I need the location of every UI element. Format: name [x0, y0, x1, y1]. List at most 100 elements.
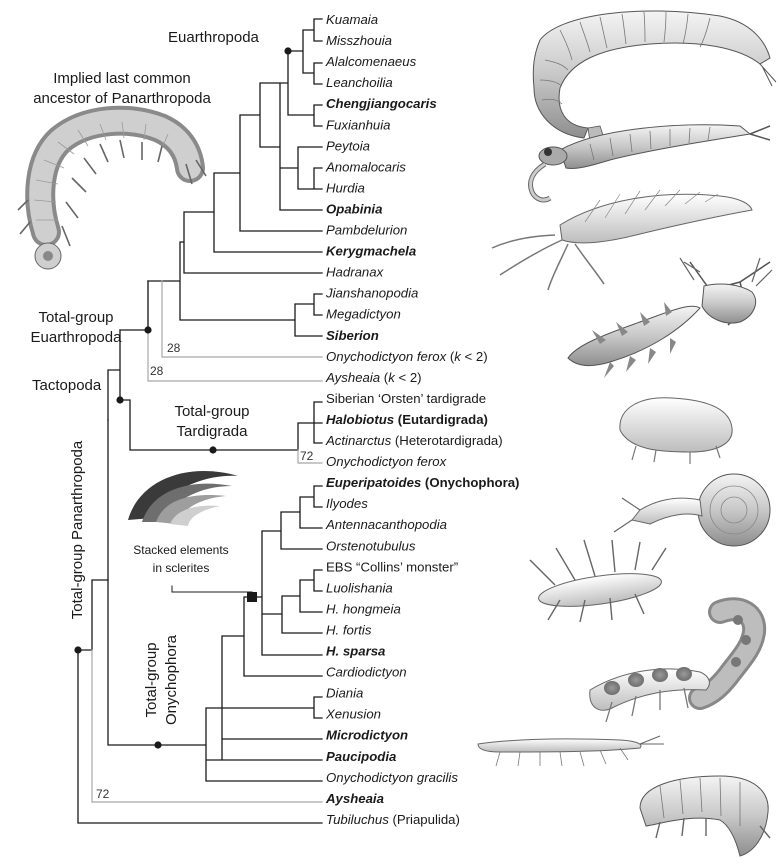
- taxon-label: Halobiotus (Eutardigrada): [326, 412, 488, 427]
- taxon-label: Alalcomenaeus: [325, 54, 417, 69]
- node-tardigrada: [209, 446, 216, 453]
- branch-total-euarthropoda-stem: [120, 281, 148, 330]
- taxon-label-part: < 2): [395, 370, 422, 385]
- opabinia-illustration: [492, 190, 752, 290]
- taxon-label-part: Alalcomenaeus: [325, 54, 417, 69]
- taxon-label-part: Ilyodes: [326, 496, 368, 511]
- support-28b: 28: [150, 364, 164, 378]
- label-lca-1: Implied last common: [53, 70, 191, 87]
- taxon-label-part: Misszhouia: [326, 33, 392, 48]
- taxon-label: Microdictyon: [326, 728, 408, 743]
- taxon-label: Paucipodia: [326, 749, 396, 764]
- node-onychophora: [154, 741, 161, 748]
- taxon-label-part: Opabinia: [326, 202, 382, 217]
- taxon-label: Onychodictyon gracilis: [326, 770, 458, 785]
- fuxianhuia-illustration: [533, 11, 776, 142]
- taxon-label: Cardiodictyon: [326, 665, 407, 680]
- taxon-label-part: Onychodictyon ferox: [326, 454, 447, 469]
- taxon-label-part: Xenusion: [325, 707, 381, 722]
- taxon-label-part: < 2): [461, 349, 488, 364]
- taxon-label-part: Diania: [326, 686, 363, 701]
- taxon-label: Opabinia: [326, 202, 382, 217]
- taxon-label-part: EBS “Collins’ monster”: [326, 559, 458, 574]
- taxon-label: Aysheaia: [325, 791, 384, 806]
- taxon-label-part: Pambdelurion: [326, 223, 407, 238]
- taxon-label: Leanchoilia: [326, 75, 393, 90]
- label-lca-2: ancestor of Panarthropoda: [33, 90, 211, 107]
- taxon-label-part: Jianshanopodia: [325, 286, 418, 301]
- taxon-label-part: Fuxianhuia: [326, 117, 391, 132]
- branch-aysheaia-basal: [92, 650, 322, 802]
- taxon-label: H. fortis: [326, 623, 372, 638]
- taxon-labels: KuamaiaMisszhouiaAlalcomenaeusLeanchoili…: [325, 12, 519, 827]
- taxon-label: Peytoia: [326, 138, 370, 153]
- taxon-label-part: Hadranax: [326, 265, 384, 280]
- branch-low-support: [148, 281, 322, 381]
- taxon-label-part: Microdictyon: [326, 728, 408, 743]
- taxon-label: H. sparsa: [326, 644, 385, 659]
- taxon-label: EBS “Collins’ monster”: [326, 559, 458, 574]
- onychophoran-illustration: [614, 474, 770, 546]
- label-tg-tardigrada-1: Total-group: [174, 403, 249, 420]
- lobopodian-ancestor-illustration: [18, 121, 206, 269]
- collins-monster-illustration: [530, 540, 666, 622]
- branch-euarthropoda: [148, 19, 322, 336]
- taxon-label: Chengjiangocaris: [326, 96, 437, 111]
- taxon-label-part: (Heterotardigrada): [391, 433, 502, 448]
- taxon-label: Xenusion: [325, 707, 381, 722]
- taxon-label: H. hongmeia: [326, 601, 401, 616]
- support-28a: 28: [167, 341, 181, 355]
- taxon-label-part: Megadictyon: [326, 307, 401, 322]
- node-tactopoda: [116, 396, 123, 403]
- taxon-label-part: Chengjiangocaris: [326, 96, 437, 111]
- taxon-label-part: Onychodictyon gracilis: [326, 770, 458, 785]
- label-tactopoda: Tactopoda: [32, 377, 102, 394]
- taxon-label-part: Siberion: [326, 328, 379, 343]
- taxon-label: Onychodictyon ferox: [326, 454, 447, 469]
- taxon-label-part: Anomalocaris: [325, 159, 406, 174]
- node-sclerite-square: [247, 592, 257, 602]
- taxon-label: Hurdia: [326, 180, 365, 195]
- node-euarthropoda: [284, 47, 291, 54]
- taxon-label: Hadranax: [326, 265, 384, 280]
- label-sclerite-1: Stacked elements: [133, 543, 228, 557]
- taxon-label-part: Halobiotus: [326, 412, 394, 427]
- taxon-label: Orstenotubulus: [326, 538, 416, 553]
- taxon-label-part: Orstenotubulus: [326, 538, 416, 553]
- tree-branches: [78, 19, 322, 823]
- taxon-label: Euperipatoides (Onychophora): [326, 475, 519, 490]
- taxon-label: Misszhouia: [326, 33, 392, 48]
- taxon-label-part: (Priapulida): [389, 812, 460, 827]
- taxon-label: Megadictyon: [326, 307, 401, 322]
- support-72a: 72: [300, 449, 314, 463]
- taxon-label: Jianshanopodia: [325, 286, 418, 301]
- taxon-label-part: Siberian ‘Orsten’ tardigrade: [326, 391, 486, 406]
- label-tg-onychophora-2: Onychophora: [163, 634, 180, 725]
- node-panarthropoda: [74, 646, 81, 653]
- taxon-label-part: Leanchoilia: [326, 75, 393, 90]
- sclerite-pointer: [172, 586, 252, 600]
- paucipodia-illustration: [478, 736, 664, 766]
- anomalocaris-illustration: [531, 125, 770, 200]
- label-tg-onychophora-1: Total-group: [143, 642, 160, 717]
- taxon-label: Aysheaia (k < 2): [325, 370, 422, 385]
- taxon-label-part: Peytoia: [326, 138, 370, 153]
- taxon-label: Diania: [326, 686, 363, 701]
- taxon-label: Kerygmachela: [326, 244, 416, 259]
- taxon-label-part: Onychodictyon ferox: [326, 349, 447, 364]
- tardigrade-illustration: [620, 398, 732, 464]
- taxon-label-part: Luolishania: [326, 580, 393, 595]
- taxon-label-part: Tubiluchus: [326, 812, 389, 827]
- taxon-label-part: Aysheaia: [325, 791, 384, 806]
- label-tg-euarthropoda-2: Euarthropoda: [31, 329, 123, 346]
- taxon-label: Onychodictyon ferox (k < 2): [326, 349, 488, 364]
- taxon-label: Kuamaia: [326, 12, 378, 27]
- taxon-label-part: H. hongmeia: [326, 601, 401, 616]
- taxon-label: Siberion: [326, 328, 379, 343]
- taxon-label: Ilyodes: [326, 496, 368, 511]
- taxon-label: Luolishania: [326, 580, 393, 595]
- label-tg-tardigrada-2: Tardigrada: [177, 423, 249, 440]
- taxon-label-part: Antennacanthopodia: [325, 517, 447, 532]
- taxon-label: Fuxianhuia: [326, 117, 391, 132]
